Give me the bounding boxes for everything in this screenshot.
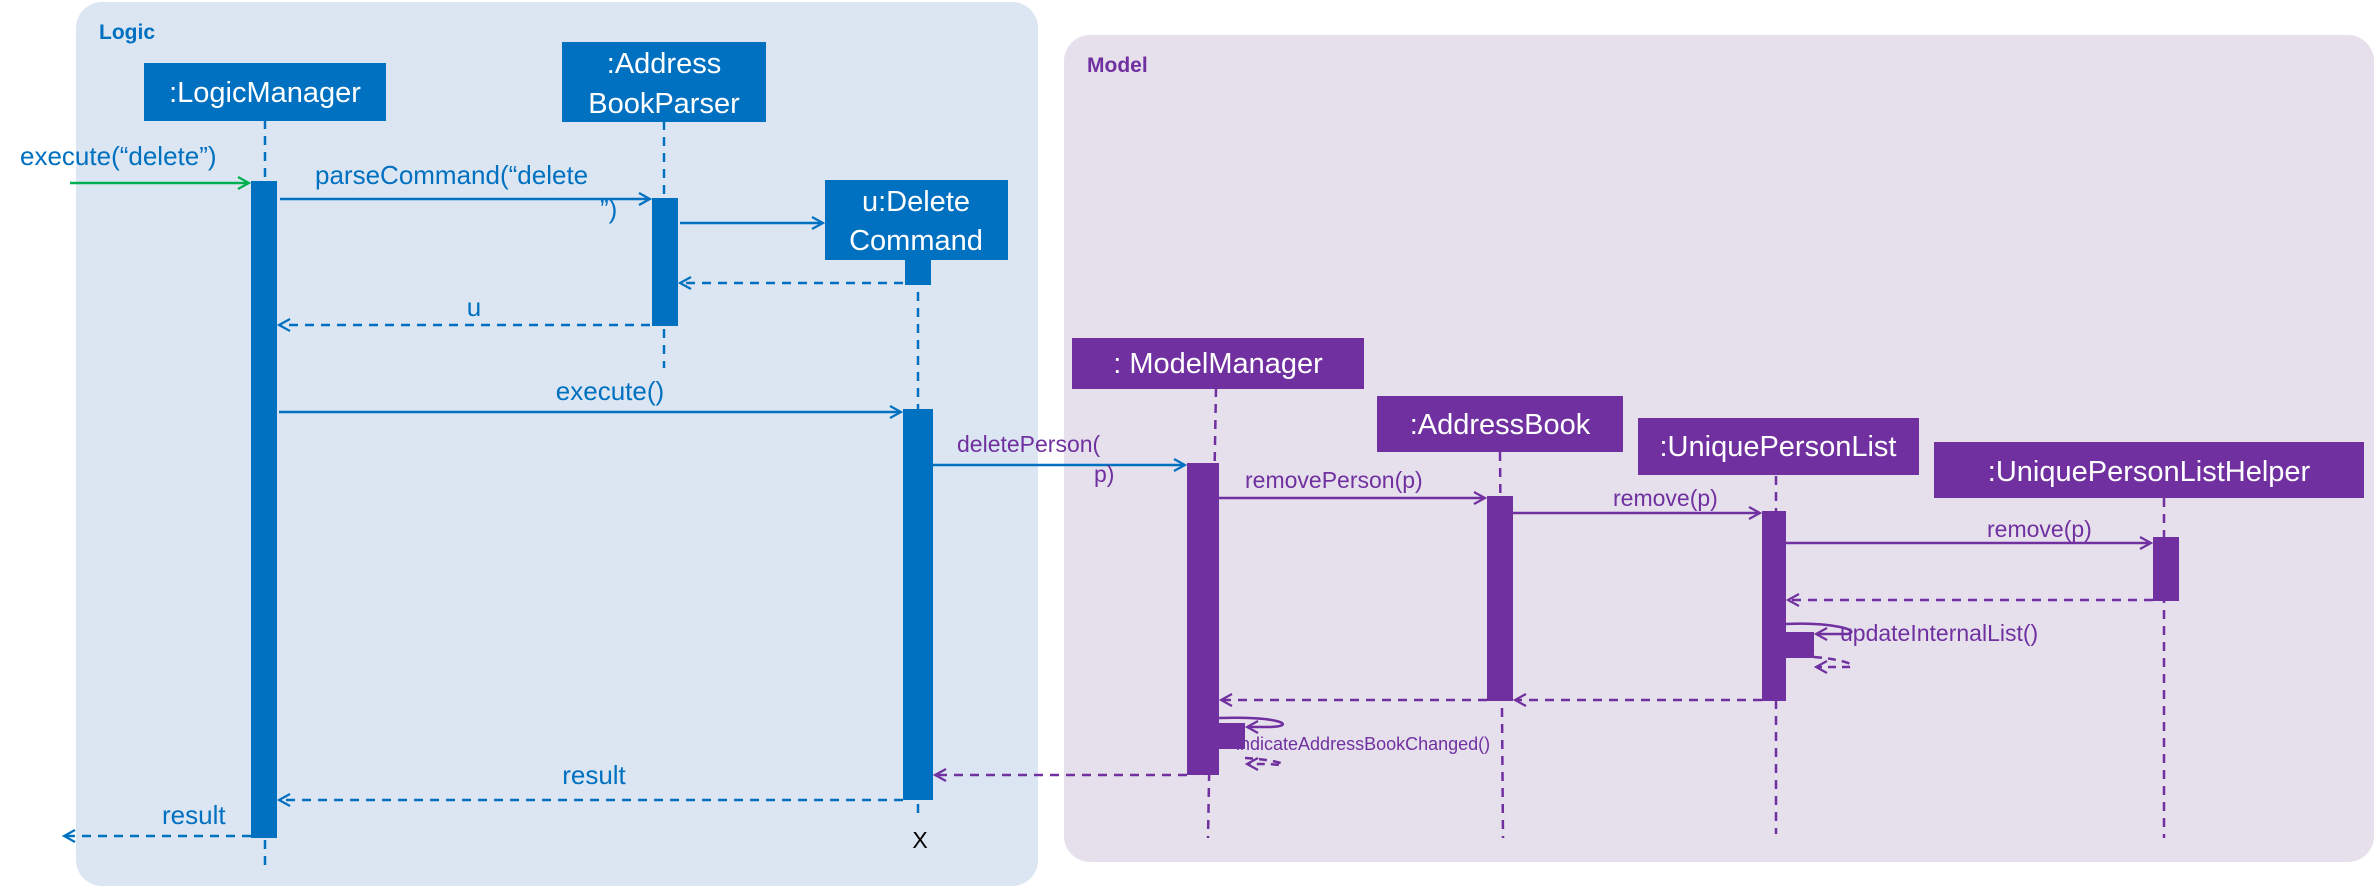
message-result-1-label: result xyxy=(562,760,626,790)
participant-address-book: :AddressBook xyxy=(1377,396,1623,452)
message-remove-1: remove(p) xyxy=(1513,485,1760,513)
message-parse-command: parseCommand(“delete ”) xyxy=(280,160,650,224)
activation-delete-command-init xyxy=(905,258,931,285)
activation-unique-person-list xyxy=(1762,511,1786,701)
message-execute-label: execute() xyxy=(556,376,664,406)
activation-unique-person-list-self xyxy=(1784,632,1814,658)
activation-helper xyxy=(2153,537,2179,601)
message-update-internal-list-label: updateInternalList() xyxy=(1840,620,2038,646)
participant-parser-line1: :Address xyxy=(607,48,721,80)
message-result-2: result xyxy=(64,800,251,836)
participant-delete-command-line2: Command xyxy=(849,225,983,257)
participant-model-manager: : ModelManager xyxy=(1072,338,1364,389)
participant-unique-person-list-label: :UniquePersonList xyxy=(1660,431,1897,463)
participant-unique-person-list: :UniquePersonList xyxy=(1638,418,1919,475)
model-frame-title: Model xyxy=(1087,54,1148,77)
activation-delete-command xyxy=(903,409,933,800)
message-result-2-label: result xyxy=(162,800,226,830)
participant-model-manager-label: : ModelManager xyxy=(1113,348,1323,380)
activation-logic-manager xyxy=(251,181,277,838)
message-delete-person-label-1: deletePerson( xyxy=(957,431,1101,457)
message-parse-command-label-1: parseCommand(“delete xyxy=(315,160,588,190)
message-indicate-changed-label: indicateAddressBookChanged() xyxy=(1236,734,1490,754)
message-remove-person-label: removePerson(p) xyxy=(1245,467,1423,493)
activation-address-book xyxy=(1487,496,1513,701)
activation-parser xyxy=(652,198,678,326)
message-result-1: result xyxy=(279,760,903,800)
logic-frame: Logic xyxy=(76,2,1038,886)
message-execute-delete-label: execute(“delete”) xyxy=(20,141,217,171)
participant-delete-command: u:Delete Command xyxy=(825,180,1008,260)
activation-model-manager-self xyxy=(1219,723,1245,749)
message-delete-person: deletePerson( p) xyxy=(933,431,1185,487)
message-remove-2-label: remove(p) xyxy=(1987,516,2092,542)
destroy-mark: X xyxy=(912,827,927,853)
participant-address-book-label: :AddressBook xyxy=(1410,409,1591,441)
message-return-u: u xyxy=(279,292,650,325)
message-remove-person: removePerson(p) xyxy=(1219,467,1485,498)
activations xyxy=(251,181,2179,838)
message-parse-command-label-2: ”) xyxy=(600,194,617,224)
participant-unique-person-list-helper-label: :UniquePersonListHelper xyxy=(1988,456,2311,488)
participant-parser-line2: BookParser xyxy=(588,88,740,120)
message-execute: execute() xyxy=(279,376,901,412)
message-delete-person-label-2: p) xyxy=(1094,461,1114,487)
message-update-internal-list: updateInternalList() xyxy=(1785,620,2038,667)
message-return-u-label: u xyxy=(467,292,481,322)
activation-model-manager xyxy=(1187,463,1219,775)
participant-logic-manager: :LogicManager xyxy=(144,63,386,121)
message-indicate-changed: indicateAddressBookChanged() xyxy=(1218,716,1490,765)
participant-unique-person-list-helper: :UniquePersonListHelper xyxy=(1934,442,2364,498)
message-remove-2: remove(p) xyxy=(1786,516,2151,543)
message-execute-delete: execute(“delete”) xyxy=(20,141,249,183)
participant-delete-command-line1: u:Delete xyxy=(862,186,970,218)
participant-logic-manager-label: :LogicManager xyxy=(169,77,361,109)
logic-frame-title: Logic xyxy=(99,21,155,44)
participant-address-book-parser: :Address BookParser xyxy=(562,42,766,122)
message-remove-1-label: remove(p) xyxy=(1613,485,1718,511)
